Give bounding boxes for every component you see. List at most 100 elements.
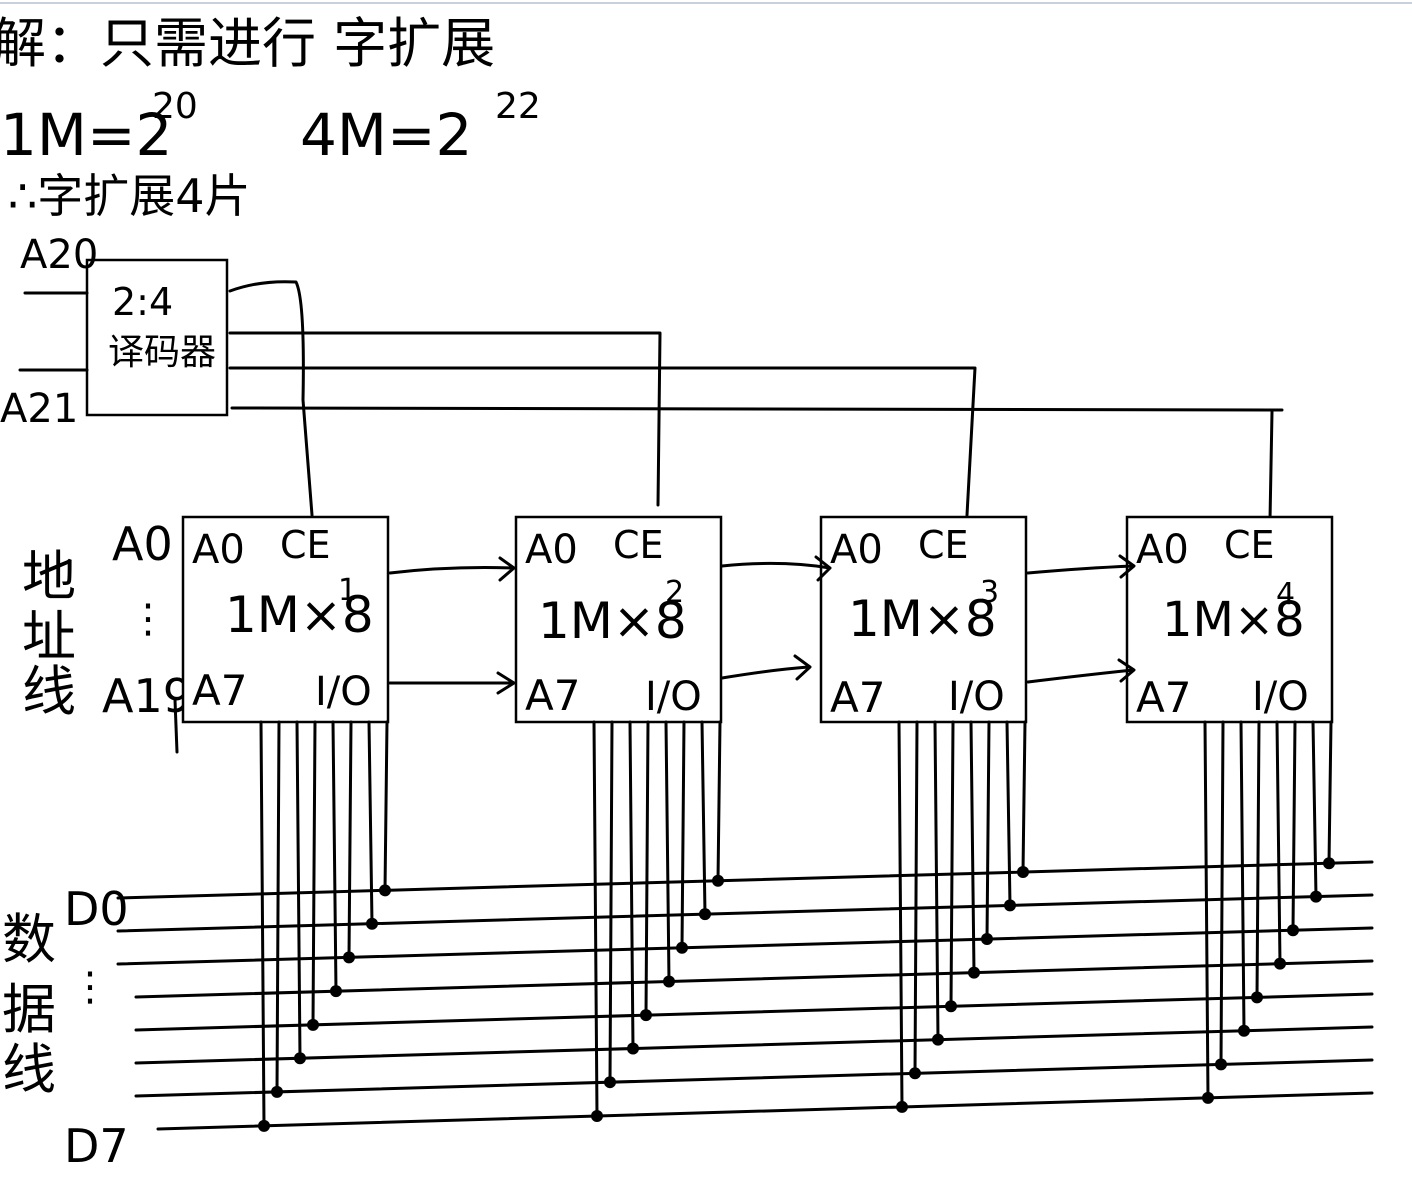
chip-2-junction-dot-3 — [640, 1009, 652, 1022]
chip-1-junction-dot-0 — [258, 1119, 270, 1132]
data-drop-wires — [258, 720, 1335, 1132]
chip-2-junction-dot-5 — [676, 941, 688, 954]
address-arrow-1-2-top — [388, 556, 516, 582]
chip-2-ce-pin: CE — [613, 523, 664, 567]
chip-2-io-wire-2 — [628, 720, 635, 1051]
chip-4-io-wire-5 — [1291, 720, 1297, 932]
chip-1-junction-dot-6 — [366, 917, 378, 930]
chip-2-box — [514, 515, 723, 724]
chip-4-junction-dot-5 — [1287, 924, 1299, 937]
chip-4-io-wire-6 — [1311, 720, 1318, 899]
chip-3-junction-dot-5 — [981, 933, 993, 946]
decoder-box — [85, 258, 229, 417]
address-arrow-1-2-bottom — [388, 671, 516, 695]
chip-3-io-wire-5 — [985, 720, 991, 941]
chip-3-box — [819, 515, 1028, 724]
chip-2-io-wire-4 — [664, 720, 671, 983]
decoder-label-name: 译码器 — [108, 332, 216, 373]
chip-1: A0 CE 1M×8 1 A7 I/O — [181, 515, 390, 724]
decoder-output-2-wire — [228, 366, 977, 517]
chip-1-io-wire-6 — [367, 720, 374, 926]
equation-4m-exponent: 22 — [495, 86, 541, 127]
chip-4-io-wire-1 — [1219, 720, 1225, 1066]
chip-1-junction-dot-2 — [294, 1052, 306, 1065]
data-bus-line-d0 — [116, 860, 1374, 900]
chip-1-junction-dot-5 — [343, 951, 355, 964]
data-bus-label-1: 数 — [2, 908, 56, 971]
solution-title: 解：只需进行 字扩展 — [0, 12, 495, 75]
equation-1m-base: 1M=2 — [0, 101, 172, 169]
chip-1-junction-dot-3 — [307, 1018, 319, 1031]
decoder-label-ratio: 2:4 — [112, 280, 173, 324]
conclusion-text: ∴字扩展4片 — [8, 169, 251, 223]
chip-1-box — [181, 515, 390, 724]
chip-4-junction-dot-7 — [1323, 857, 1335, 870]
data-bus-line-d4 — [134, 992, 1374, 1032]
address-arrow-2-3-top — [720, 555, 832, 582]
chip-2-a7-pin: A7 — [525, 671, 580, 720]
chip-4-io-wire-7 — [1327, 720, 1333, 865]
chip-2-junction-dot-7 — [712, 874, 724, 887]
chip-1-io-wire-3 — [311, 720, 317, 1027]
chip-2-junction-dot-2 — [627, 1042, 639, 1055]
chip-4: A0 CE 1M×8 4 A7 I/O — [1125, 515, 1334, 724]
chip-1-io-wire-2 — [295, 720, 302, 1060]
chip-2-io-wire-1 — [608, 720, 614, 1084]
address-arrows — [388, 554, 1136, 695]
chip-2-io-wire-7 — [716, 720, 722, 883]
chip-2-junction-dot-4 — [663, 975, 675, 988]
chip-3-io-wire-7 — [1021, 720, 1027, 874]
chip-2-junction-dot-1 — [604, 1076, 616, 1089]
chip-2-io-wire-0 — [592, 720, 599, 1118]
chip-2-io-wire-6 — [700, 720, 707, 916]
data-bus-line-d1 — [116, 893, 1374, 933]
chip-4-io-pin: I/O — [1252, 674, 1309, 720]
chip-1-a0-pin: A0 — [192, 527, 245, 573]
chip-4-io-wire-4 — [1275, 720, 1282, 966]
equation-4m-base: 4M=2 — [300, 101, 472, 169]
chip-3-io-wire-3 — [949, 720, 955, 1008]
chip-4-junction-dot-3 — [1251, 991, 1263, 1004]
chip-3-io-wire-4 — [969, 720, 976, 975]
chip-4-junction-dot-4 — [1274, 957, 1286, 970]
address-ellipsis: ⋮ — [128, 596, 168, 642]
address-arrow-2-3-bottom — [720, 654, 812, 681]
address-end-a19: A19 — [102, 669, 192, 723]
address-bus-label-3: 线 — [22, 660, 76, 723]
chip-3-io-pin: I/O — [948, 674, 1005, 720]
data-bus-line-d6 — [134, 1058, 1374, 1098]
address-bus-label-1: 地 — [22, 545, 76, 608]
chip-4-io-wire-0 — [1203, 720, 1210, 1100]
chip-3-junction-dot-0 — [896, 1100, 908, 1113]
chip-4-box — [1125, 515, 1334, 724]
chip-3-junction-dot-2 — [932, 1033, 944, 1046]
chip-1-io-wire-4 — [331, 720, 338, 993]
window-top-border — [0, 2, 1412, 4]
decoder-output-1-wire — [228, 331, 662, 507]
address-arrow-3-4-top — [1026, 554, 1136, 579]
decoder-output-3-wire — [230, 406, 1284, 522]
chip-1-junction-dot-7 — [379, 884, 391, 897]
chip-3-ce-pin: CE — [918, 523, 969, 567]
chip-3-io-wire-0 — [897, 720, 904, 1109]
decoder-output-0-wire — [228, 280, 314, 517]
chip-2-a0-pin: A0 — [525, 527, 578, 573]
chip-1-io-wire-0 — [259, 720, 266, 1128]
data-bus-line-d5 — [134, 1025, 1374, 1065]
chip-4-junction-dot-1 — [1215, 1058, 1227, 1071]
data-bus-lines — [116, 860, 1374, 1131]
chip-1-index: 1 — [338, 573, 357, 608]
address-start-a0: A0 — [112, 517, 173, 571]
chip-4-capacity: 1M×8 — [1162, 592, 1305, 648]
data-end-d7: D7 — [64, 1119, 129, 1173]
data-bus-line-d3 — [134, 959, 1374, 999]
address-bus-label-2: 址 — [22, 605, 76, 668]
chip-3-io-wire-1 — [913, 720, 919, 1075]
chip-3-capacity: 1M×8 — [848, 590, 997, 648]
chip-4-io-wire-2 — [1239, 720, 1246, 1033]
data-bus-label-2: 据 — [2, 978, 56, 1041]
chip-2-capacity: 1M×8 — [538, 592, 687, 650]
chip-1-io-wire-7 — [383, 720, 389, 892]
chip-3-a0-pin: A0 — [830, 527, 883, 573]
